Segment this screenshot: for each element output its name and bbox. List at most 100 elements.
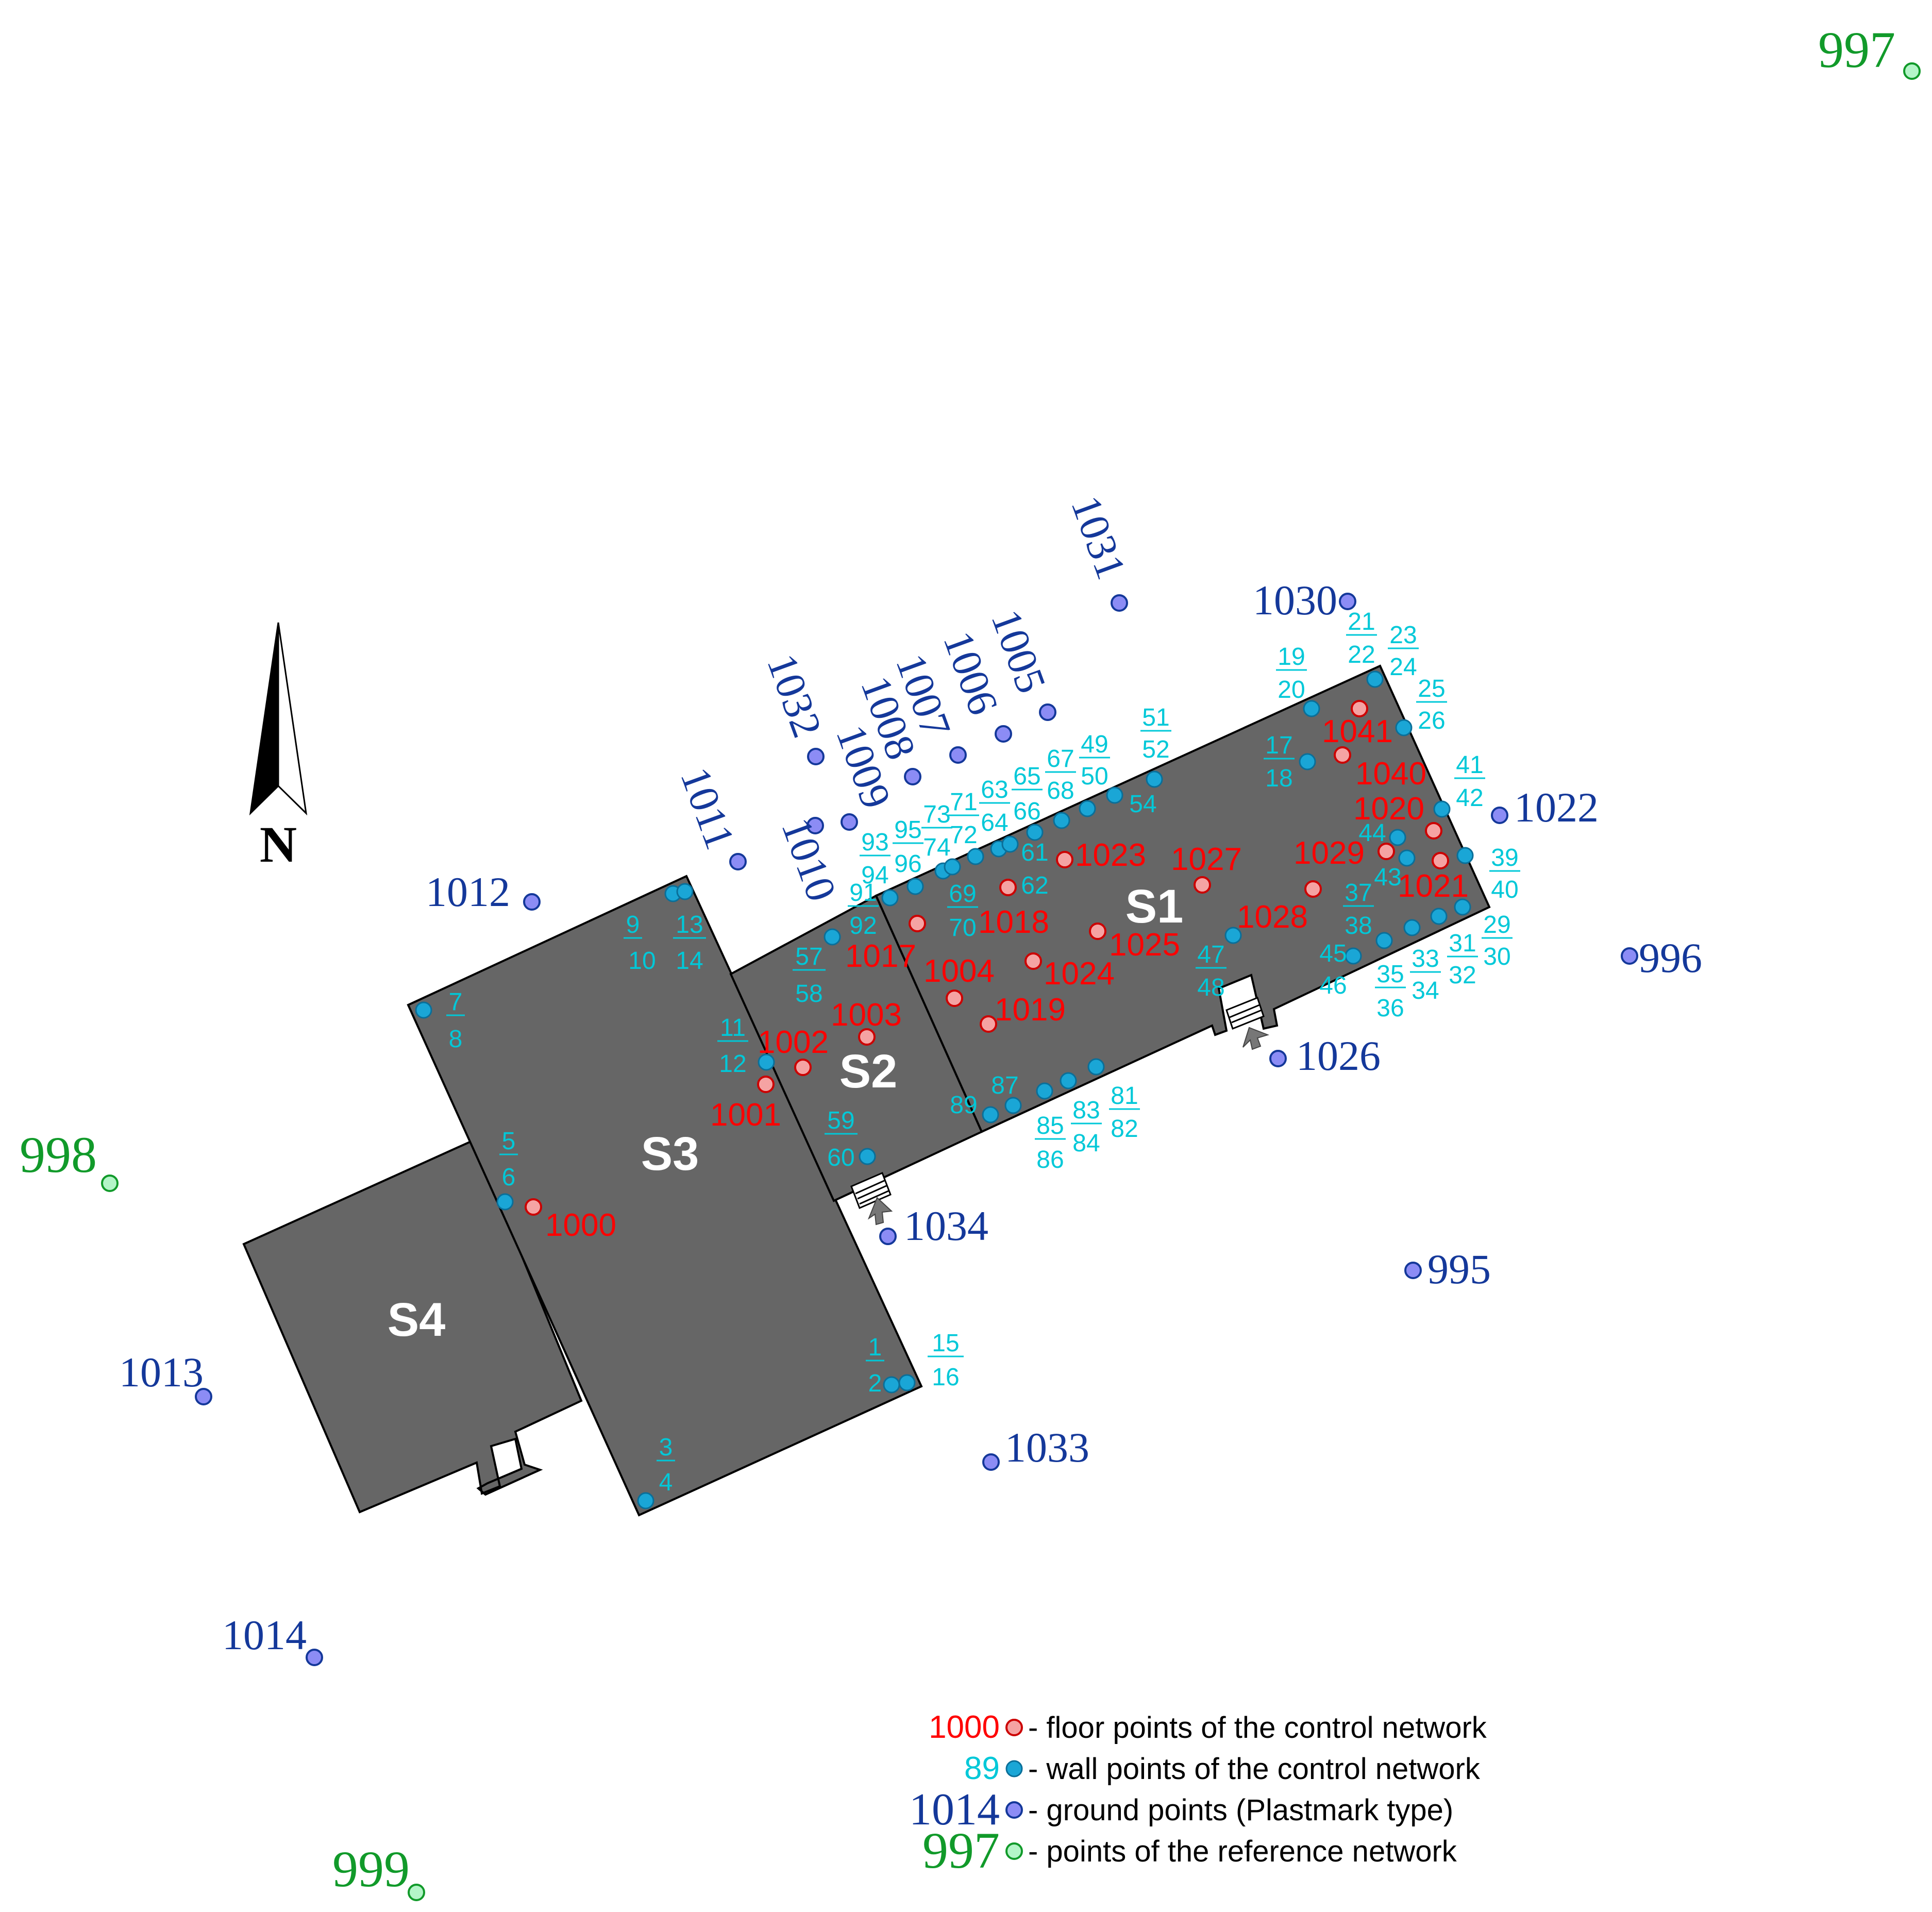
reference-point-marker (1903, 62, 1921, 80)
wall-point-marker (1299, 753, 1316, 770)
ground-point-marker (523, 893, 541, 911)
floor-point-marker (1334, 746, 1351, 764)
wall-point-markers (415, 670, 1474, 1510)
ground-point-label: 1026 (1296, 1032, 1381, 1079)
floor-point-label: 1019 (995, 992, 1066, 1028)
wall-label-den: 18 (1265, 765, 1292, 792)
building-s4 (242, 1138, 583, 1514)
floor-point-marker (1304, 880, 1322, 898)
legend-item-wall: 89 - wall points of the control network (964, 1751, 1481, 1786)
wall-label-den: 36 (1376, 995, 1404, 1022)
ground-point-marker (1039, 703, 1056, 721)
ground-point-marker (995, 725, 1012, 743)
floor-point-label: 1001 (710, 1097, 781, 1133)
entry-arrow-icon (867, 1197, 893, 1226)
floor-points: 1000 1001 1002 1003 1004 1017 1018 1019 … (525, 700, 1469, 1243)
wall-point-marker (1087, 1058, 1105, 1076)
entry-arrow-icon (1242, 1027, 1270, 1050)
floor-point-label: 1029 (1293, 835, 1365, 871)
wall-point-marker (758, 1053, 775, 1071)
floor-point-marker (1056, 851, 1073, 868)
reference-point-marker (408, 1884, 425, 1901)
wall-label-num: 39 (1491, 844, 1518, 871)
legend-number: 1014 (909, 1785, 1000, 1835)
wall-label-num: 19 (1278, 643, 1305, 670)
floor-point-marker (980, 1015, 997, 1033)
wall-label-num: 59 (827, 1107, 854, 1134)
legend-number: 89 (964, 1751, 1000, 1786)
legend-text: - ground points (Plastmark type) (1028, 1793, 1453, 1827)
wall-point-marker (676, 883, 694, 900)
wall-label-den: 72 (950, 821, 977, 849)
wall-label-num: 83 (1072, 1097, 1100, 1124)
floor-point-label: 1003 (831, 997, 902, 1033)
wall-label-num: 85 (1036, 1112, 1064, 1139)
reference-point-label: 999 (332, 1840, 410, 1898)
ground-point-label: 1012 (426, 868, 510, 915)
wall-label-num: 49 (1081, 731, 1108, 758)
floor-point-marker (909, 915, 926, 932)
ground-point-marker (949, 746, 967, 764)
ground-point-marker (1404, 1262, 1422, 1279)
wall-label-num: 69 (949, 880, 976, 908)
reference-point-label: 997 (1818, 21, 1895, 78)
wall-label-den: 50 (1081, 763, 1108, 790)
wall-point-marker (637, 1492, 654, 1510)
wall-label-num: 93 (861, 829, 888, 856)
wall-label-num: 63 (981, 776, 1008, 803)
wall-label-num: 41 (1456, 751, 1483, 779)
wall-label-den: 82 (1111, 1115, 1138, 1143)
wall-point-marker (1366, 670, 1384, 688)
wall-label-den: 58 (795, 980, 822, 1008)
wall-label-den: 60 (827, 1144, 854, 1171)
wall-label-num: 51 (1142, 704, 1169, 731)
wall-point-labels: 1 2 15 16 3 4 5 6 7 8 9 10 13 14 11 12 5… (446, 608, 1520, 1496)
ground-point-label: 996 (1639, 934, 1702, 981)
floor-point-label: 1017 (845, 938, 916, 974)
wall-point-marker (1053, 812, 1070, 829)
wall-point-marker (1146, 770, 1163, 788)
wall-label-den: 94 (861, 862, 888, 889)
wall-label-num: 81 (1111, 1082, 1138, 1110)
ground-point-marker (807, 748, 825, 765)
floor-point-marker (1432, 852, 1449, 869)
wall-label-den: 40 (1491, 876, 1518, 903)
wall-label-num: 57 (795, 943, 822, 970)
steps-s2 (850, 1171, 893, 1226)
wall-label-single: 44 (1358, 819, 1386, 847)
wall-label-den: 70 (949, 914, 976, 942)
north-arrow-icon (249, 622, 308, 816)
ground-point-label: 1011 (671, 761, 744, 855)
ground-point-label: 1014 (222, 1612, 307, 1658)
wall-label-num: 3 (659, 1434, 673, 1461)
wall-label-den: 4 (659, 1469, 673, 1496)
reference-point-icon (1005, 1842, 1023, 1860)
ground-point-marker (879, 1228, 897, 1245)
wall-point-marker (415, 1001, 432, 1019)
floor-point-marker (794, 1059, 812, 1076)
wall-point-icon (1005, 1760, 1023, 1777)
floor-point-marker (757, 1076, 775, 1093)
ground-point-icon (1005, 1801, 1023, 1819)
wall-point-marker (1345, 947, 1362, 965)
steps-s1 (1225, 997, 1270, 1050)
floor-point-marker (1351, 700, 1368, 717)
wall-point-marker (824, 928, 841, 946)
wall-point-marker (898, 1374, 916, 1391)
wall-label-num: 33 (1412, 945, 1439, 972)
entrance-steps (850, 997, 1270, 1226)
room-label-s3: S3 (641, 1128, 699, 1180)
wall-label-den: 26 (1418, 707, 1445, 734)
wall-label-num: 7 (449, 988, 463, 1016)
wall-label-den: 38 (1345, 912, 1372, 940)
wall-point-marker (1060, 1072, 1077, 1089)
building-footprints (242, 664, 1491, 1517)
wall-label-single: 87 (991, 1072, 1018, 1099)
wall-point-marker (881, 889, 899, 907)
legend-item-floor: 1000 - floor points of the control netwo… (929, 1709, 1487, 1745)
wall-point-marker (1001, 835, 1019, 853)
wall-label-num: 9 (626, 911, 640, 938)
ground-point-marker (982, 1453, 1000, 1471)
floor-point-label: 1040 (1355, 756, 1426, 792)
